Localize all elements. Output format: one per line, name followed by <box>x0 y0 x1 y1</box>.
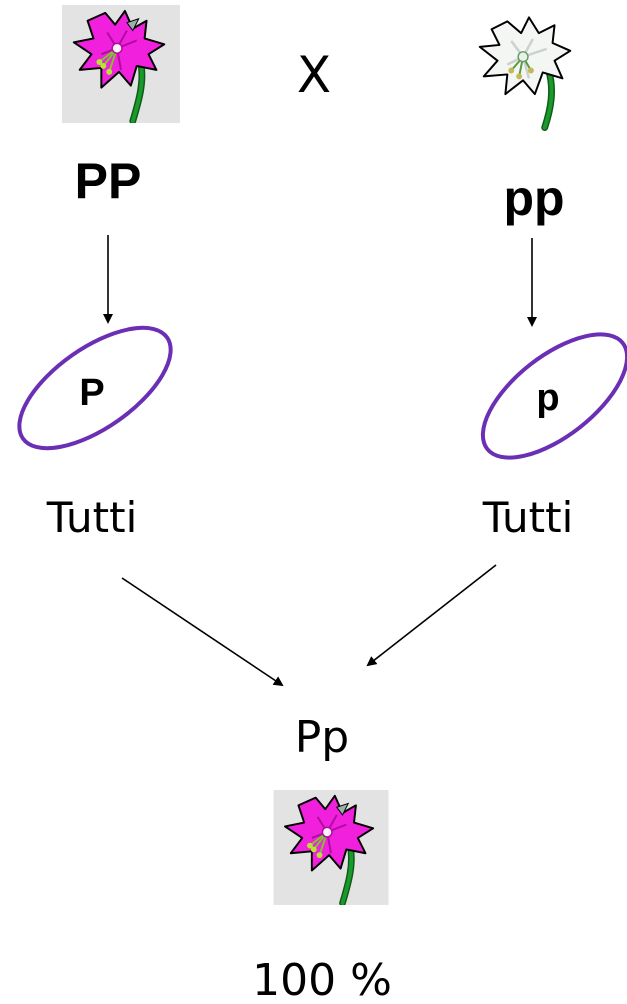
cross-symbol: X <box>297 46 331 104</box>
parent-right-white-lily-icon <box>480 17 570 127</box>
left-gamete-ring <box>17 325 173 451</box>
offspring-pink-lily-icon <box>274 790 389 905</box>
parent-left-genotype: PP <box>75 153 142 209</box>
right-gamete-allele: p <box>536 377 559 419</box>
offspring-percentage: 100 % <box>252 955 392 1004</box>
right-gamete-label: Tutti <box>482 493 574 542</box>
left-to-offspring-arrow <box>121 577 284 687</box>
right-to-offspring-arrow <box>366 564 497 667</box>
right-gamete-ring <box>480 332 627 460</box>
left-gamete-label: Tutti <box>46 493 138 542</box>
offspring-genotype: Pp <box>295 712 349 763</box>
left-gamete-allele: P <box>79 372 104 414</box>
parent-right-genotype: pp <box>503 170 564 226</box>
left-gamete: P <box>17 325 173 451</box>
parent-left-pink-lily-icon <box>62 5 180 123</box>
right-gamete: p <box>480 332 627 460</box>
